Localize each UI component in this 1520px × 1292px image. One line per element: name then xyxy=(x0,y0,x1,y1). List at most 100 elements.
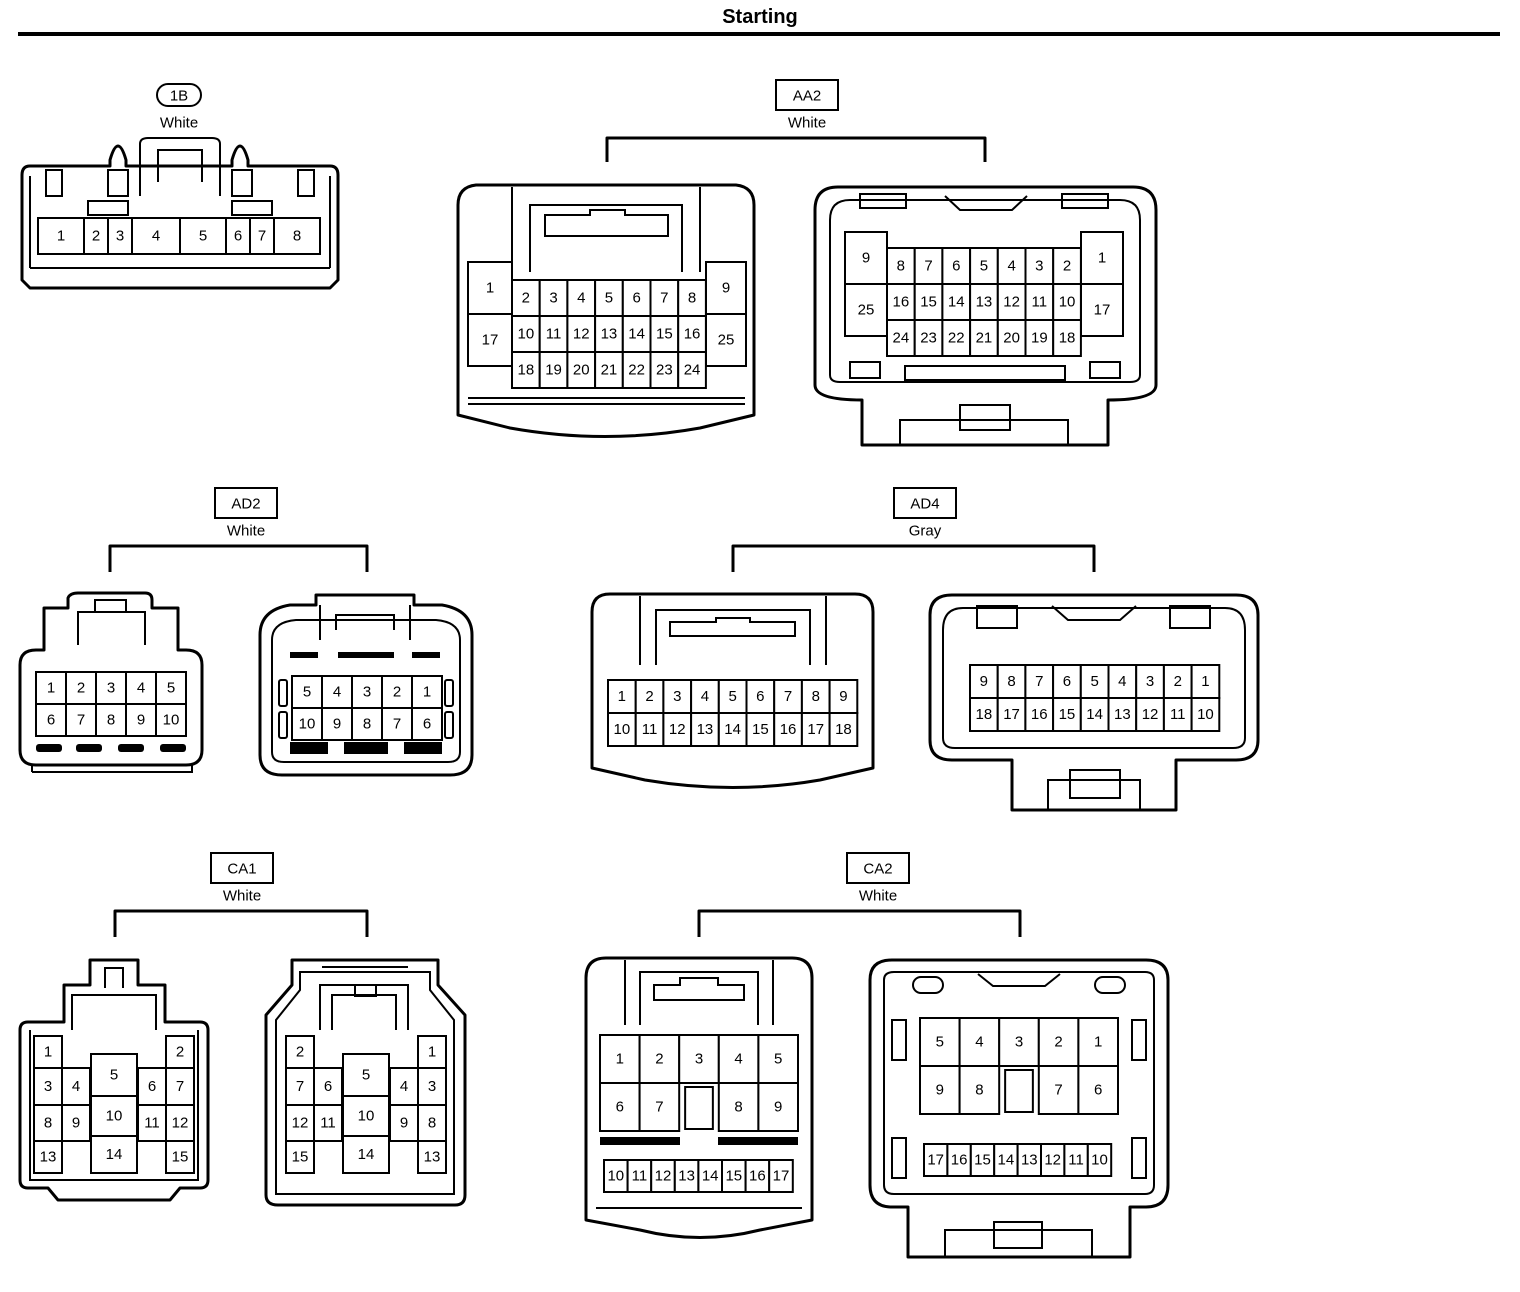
connector-ad2-tag-frame xyxy=(214,487,278,519)
connector-ad2-v1-pin-2-cell xyxy=(65,671,97,705)
connector-ad4-v1-pin-9-cell xyxy=(828,679,859,714)
connector-ad2-v1-pin-6: 6 xyxy=(47,712,55,729)
connector-ad4-v1-pin-4: 4 xyxy=(701,688,709,705)
connector-ad2-v1-pin-10: 10 xyxy=(163,712,180,729)
connector-ca1-v1-pin-3: 3 xyxy=(44,1078,52,1095)
connector-aa2-v1-pin-4: 4 xyxy=(577,290,585,307)
connector-aa2-v2-pin-10: 10 xyxy=(1059,294,1076,311)
connector-ca1-v2-pin-5: 5 xyxy=(362,1067,370,1084)
connector-ad4-v2-pin-1: 1 xyxy=(1201,673,1209,690)
connector-ca1-v2-pin-10: 10 xyxy=(358,1108,375,1125)
connector-aa2-v1-pin-22-cell xyxy=(621,351,652,389)
connector-ca1-v1-pin-2-cell xyxy=(165,1035,195,1069)
connector-ad2-v2-pin-8: 8 xyxy=(363,716,371,733)
connector-ad4-v1-pin-10: 10 xyxy=(614,721,631,738)
connector-1b-housing xyxy=(20,137,340,290)
connector-ad4-v1-pin-18-cell xyxy=(828,712,859,747)
connector-ad2-v1-pin-9: 9 xyxy=(137,712,145,729)
connector-ca2-v2-pin-4: 4 xyxy=(975,1034,983,1051)
connector-ad2-v2-pin-2-cell xyxy=(381,675,413,709)
connector-ad4-v1-pin-11: 11 xyxy=(642,721,658,738)
connector-aa2-v1-pin-18: 18 xyxy=(518,362,535,379)
connector-ca2-v1-pin-3: 3 xyxy=(695,1051,703,1068)
connector-ad2-v1-pin-10-cell xyxy=(155,703,187,737)
connector-ad4-v2-pin-11: 11 xyxy=(1170,706,1186,723)
connector-aa2-tag: AA2 xyxy=(793,88,821,105)
connector-aa2-v1-pin-13: 13 xyxy=(601,326,618,343)
connector-ca2-v2-pin-15: 15 xyxy=(974,1152,991,1169)
connector-ca1-view-2-housing xyxy=(264,958,467,1207)
connector-ca2-v1-pin-17-cell xyxy=(768,1159,794,1193)
connector-ad2-v1-pin-5: 5 xyxy=(167,680,175,697)
connector-aa2-v1-pin-20: 20 xyxy=(573,362,590,379)
connector-ca2-v2-pin-17: 17 xyxy=(927,1152,944,1169)
connector-aa2-v1-pin-24-cell xyxy=(677,351,707,389)
connector-ca1-v1-pin-6: 6 xyxy=(148,1078,156,1095)
connector-ad2-v2-pin-4: 4 xyxy=(333,684,341,701)
connector-1b-pin-5: 5 xyxy=(199,228,207,245)
connector-aa2-v1-pin-22: 22 xyxy=(628,362,645,379)
connector-aa2-v2-pin-17: 17 xyxy=(1094,302,1111,319)
connector-ad4-v1-pin-13: 13 xyxy=(697,721,714,738)
connector-ca1-v1-pin-4: 4 xyxy=(72,1078,80,1095)
connector-1b-tag-frame xyxy=(156,83,202,107)
connector-aa2-v2-pin-21: 21 xyxy=(976,330,993,347)
connector-ca1-v2-pin-13-cell xyxy=(417,1140,447,1174)
connector-ad4-v2-pin-5-cell xyxy=(1079,664,1110,699)
connector-ad4-view-1-housing xyxy=(590,592,875,789)
connector-aa2-v1-pin-23: 23 xyxy=(656,362,673,379)
connector-ca1-v1-pin-9-cell xyxy=(61,1104,91,1142)
connector-ad2-v1-pin-3: 3 xyxy=(107,680,115,697)
connector-ca2-tag: CA2 xyxy=(863,861,892,878)
connector-ca2-v2-pin-1: 1 xyxy=(1094,1034,1102,1051)
connector-aa2-v1-pin-15: 15 xyxy=(656,326,673,343)
connector-ad4-v2-pin-13-cell xyxy=(1107,697,1138,732)
title-divider xyxy=(18,32,1500,36)
connector-ad4-v1-pin-13-cell xyxy=(690,712,720,747)
connector-aa2-v2-pin-17-cell xyxy=(1080,283,1124,337)
connector-ca2-view-2-housing xyxy=(868,958,1170,1259)
connector-ad4-tag: AD4 xyxy=(910,496,939,513)
connector-ca1-v1-pin-14: 14 xyxy=(106,1146,123,1163)
connector-ad4-v1-pin-10-cell xyxy=(607,712,637,747)
connector-aa2-v2-pin-9: 9 xyxy=(862,250,870,267)
connector-ad4-v1-pin-18: 18 xyxy=(835,721,852,738)
connector-ad4-v2-pin-18-cell xyxy=(969,697,999,732)
connector-ca2-v1-pin-10: 10 xyxy=(607,1168,624,1185)
connector-ad4-v1-pin-2-cell xyxy=(634,679,665,714)
connector-ca1-v2-pin-2: 2 xyxy=(296,1044,304,1061)
connector-ad2-v1-pin-1: 1 xyxy=(47,680,55,697)
connector-ad2-v1-pin-4-cell xyxy=(125,671,157,705)
connector-ca1-v2-pin-11: 11 xyxy=(320,1115,336,1132)
connector-aa2-v2-pin-18: 18 xyxy=(1059,330,1076,347)
connector-ad4-v2-pin-9: 9 xyxy=(980,673,988,690)
connector-ca2-v1-pin-17: 17 xyxy=(773,1168,790,1185)
connector-ad4-v2-pin-7: 7 xyxy=(1035,673,1043,690)
connector-1b-pin-3: 3 xyxy=(116,228,124,245)
connector-ca2-color: White xyxy=(859,888,897,905)
connector-ad4-v2-pin-17-cell xyxy=(996,697,1027,732)
connector-ad4-v2-pin-2: 2 xyxy=(1174,673,1182,690)
connector-ca1-v1-pin-3-cell xyxy=(33,1067,63,1106)
connector-aa2-v2-pin-14: 14 xyxy=(948,294,965,311)
connector-ca1-v2-pin-8: 8 xyxy=(428,1115,436,1132)
connector-ca1-v1-pin-7: 7 xyxy=(176,1078,184,1095)
connector-ca2-v1-pin-1: 1 xyxy=(616,1051,624,1068)
connector-ca1-v2-pin-15: 15 xyxy=(292,1149,309,1166)
connector-ca1-v1-pin-1: 1 xyxy=(44,1044,52,1061)
connector-ca2-v2-pin-7-cell xyxy=(1037,1065,1080,1115)
connector-ca1-v1-pin-11-cell xyxy=(137,1104,167,1142)
connector-aa2-v1-pin-16: 16 xyxy=(684,326,701,343)
connector-ca1-v1-pin-9: 9 xyxy=(72,1115,80,1132)
connector-1b-pin-1-cell xyxy=(37,217,85,255)
connector-aa2-v2-pin-15: 15 xyxy=(920,294,937,311)
connector-ad4-v2-pin-2-cell xyxy=(1162,664,1193,699)
connector-ca2-v1-pin-9-cell xyxy=(757,1082,800,1132)
connector-ad2-v2-pin-1: 1 xyxy=(423,684,431,701)
connector-ad4-v2-pin-4: 4 xyxy=(1118,673,1126,690)
